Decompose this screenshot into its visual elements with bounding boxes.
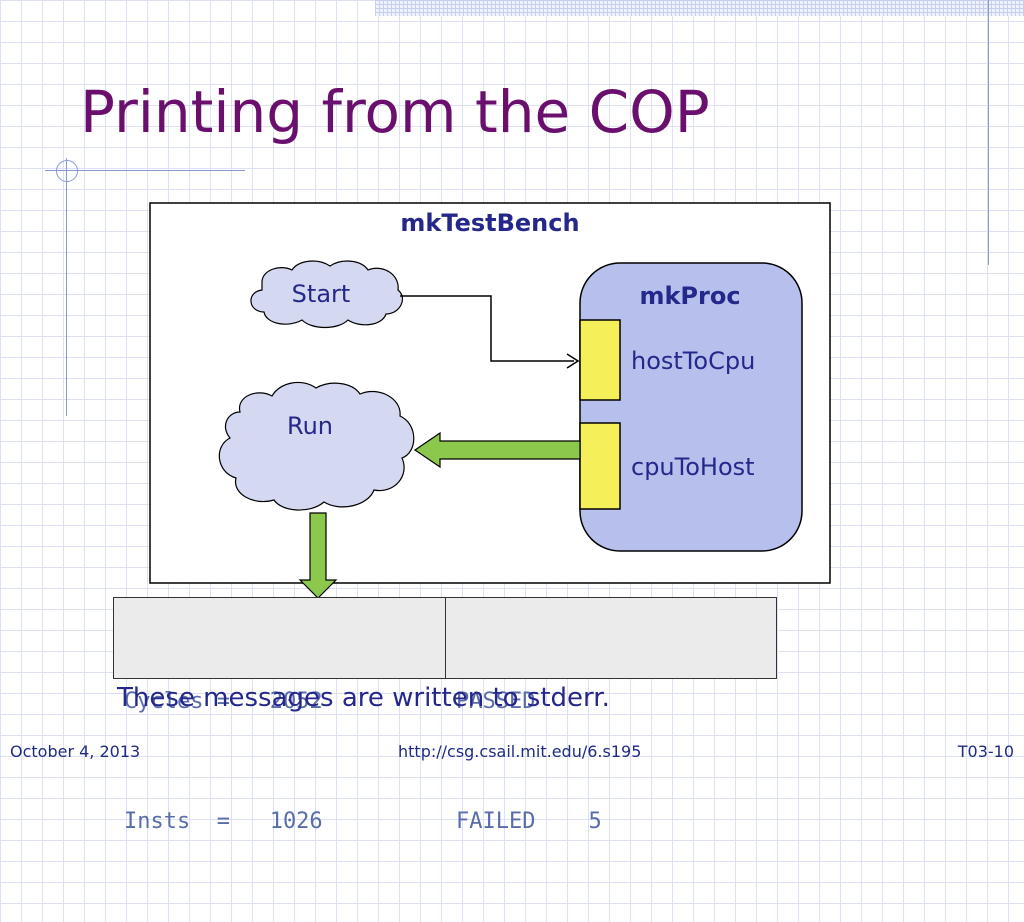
testbench-label: mkTestBench [400, 209, 579, 237]
console-line-failed: FAILED 5 [456, 809, 602, 834]
host-to-cpu-label: hostToCpu [631, 347, 755, 375]
cputohost-to-run-arrow [413, 431, 581, 469]
run-to-console-arrow [298, 512, 338, 599]
proc-label: mkProc [639, 282, 740, 310]
decorative-line [66, 158, 67, 416]
console-output: Cycles = 2052 Insts = 1026 PASSED FAILED… [113, 597, 777, 834]
stderr-note: These messages are written to stderr. [117, 683, 610, 713]
start-label: Start [292, 280, 351, 308]
run-label: Run [287, 412, 333, 440]
console-line-passed: PASSED [456, 689, 536, 714]
console-line-cycles: Cycles = 2052 [124, 689, 323, 714]
top-decorative-band [375, 0, 1024, 16]
start-to-hosttocpu-arrow [400, 295, 580, 369]
host-to-cpu-port [579, 319, 621, 401]
console-stats: Cycles = 2052 Insts = 1026 [114, 598, 446, 834]
console-line-insts: Insts = 1026 [124, 809, 323, 834]
footer-url: http://csg.csail.mit.edu/6.s195 [398, 742, 642, 761]
slide-title: Printing from the COP [80, 78, 710, 146]
cpu-to-host-port [579, 422, 621, 510]
proc-box [579, 262, 803, 552]
testbench-diagram: mkTestBench mkProc hostToCpu cpuToHost S… [149, 202, 831, 599]
decorative-line [988, 0, 989, 265]
console-results: PASSED FAILED 5 [446, 598, 612, 834]
footer-date: October 4, 2013 [10, 742, 141, 761]
decorative-circle [56, 160, 78, 182]
start-cloud: Start [250, 260, 403, 329]
run-cloud: Run [218, 381, 415, 511]
decorative-line [45, 170, 245, 171]
footer-slide-number: T03-10 [957, 742, 1014, 761]
cpu-to-host-label: cpuToHost [631, 453, 755, 481]
